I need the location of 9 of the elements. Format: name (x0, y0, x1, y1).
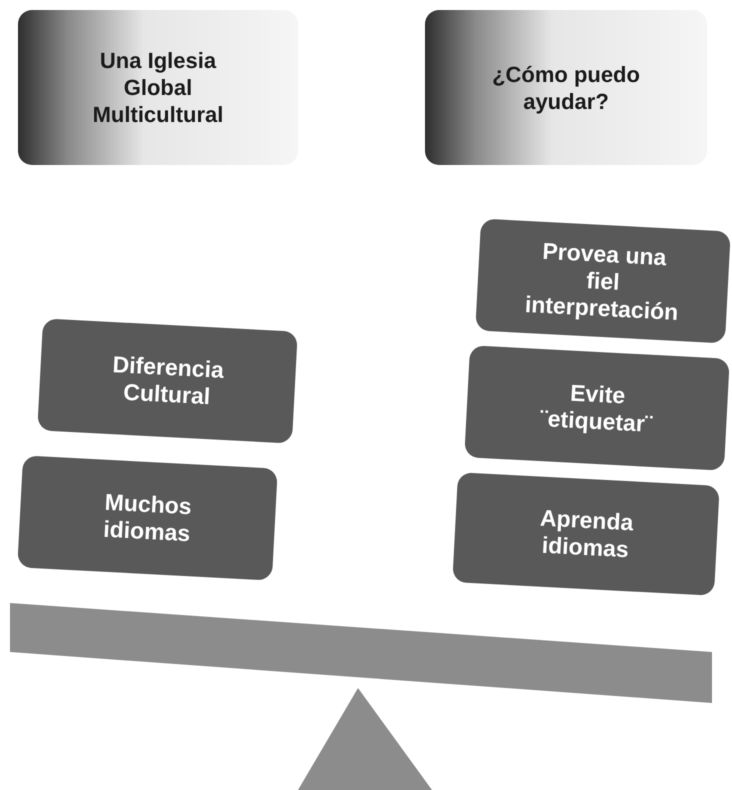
box-text: Provea una fiel interpretación (524, 236, 680, 326)
box-text: Evite ¨etiquetar¨ (538, 378, 654, 439)
box-text: Diferencia Cultural (111, 350, 226, 412)
title-card (18, 10, 298, 165)
box-text: Muchos idiomas (102, 488, 194, 548)
title-text: Una Iglesia Global Multicultural (92, 47, 224, 128)
title-text: ¿Cómo puedo ayudar? (491, 60, 641, 114)
title-card (425, 10, 707, 165)
box-text: Aprenda idiomas (538, 504, 635, 564)
